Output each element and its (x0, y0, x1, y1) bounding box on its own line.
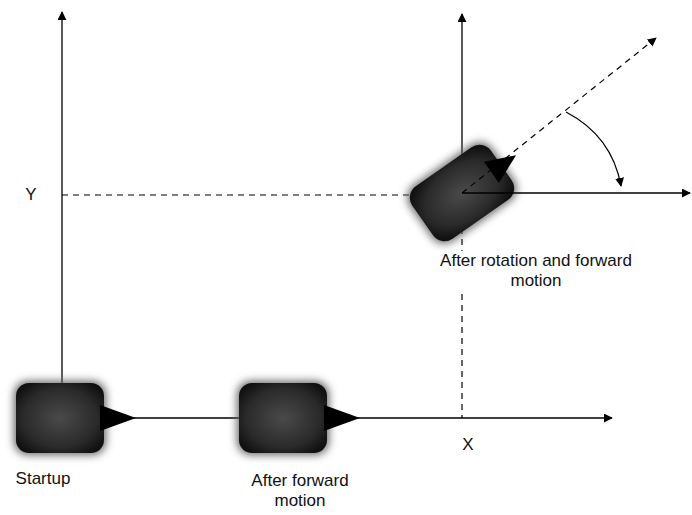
y-axis (61, 12, 62, 418)
pose-caption: After forward motion (232, 471, 368, 511)
axis-label: X (460, 435, 475, 455)
axis-label: Y (23, 185, 38, 205)
pose-caption: Startup (14, 469, 73, 489)
pose-caption: After rotation and forward motion (428, 251, 644, 291)
heading-line (462, 38, 656, 193)
robot-rotated (402, 127, 536, 249)
rotation-angle-arc (566, 112, 621, 186)
robot-forward (237, 381, 360, 455)
local-x-axis (462, 192, 690, 193)
y-projection (62, 194, 462, 195)
robot-startup (14, 381, 136, 455)
